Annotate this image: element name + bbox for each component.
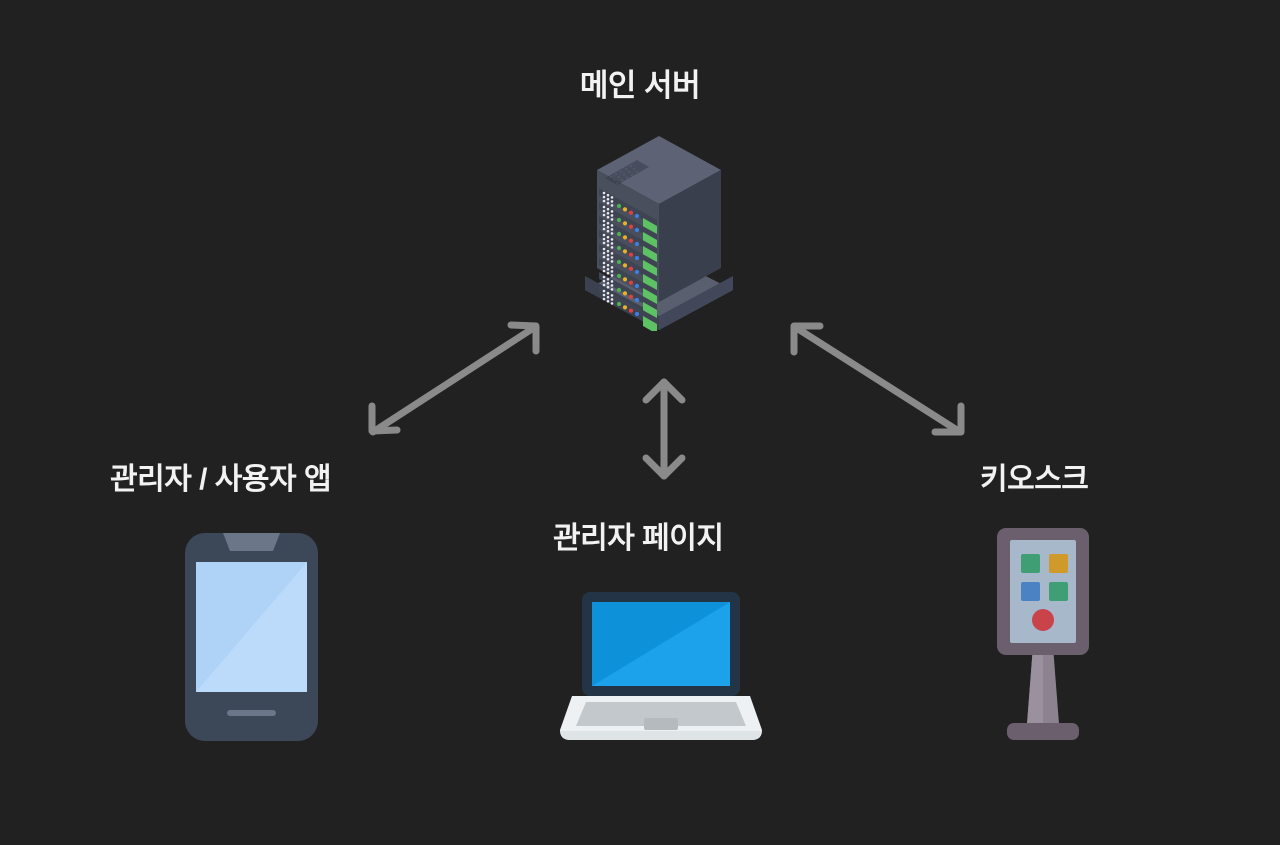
kiosk-button-green-2 — [1049, 582, 1068, 601]
rack-row — [599, 286, 657, 331]
rack-row — [599, 230, 657, 278]
laptop-base-front-edge — [561, 731, 761, 740]
rack-row — [599, 272, 657, 320]
kiosk-indicator-red — [1032, 609, 1054, 631]
kiosk-button-blue — [1021, 582, 1040, 601]
node-label-kiosk: 키오스크 — [980, 463, 1089, 496]
kiosk-stand-highlight — [1027, 646, 1043, 724]
rack-row — [599, 188, 657, 236]
phone-screen-highlight — [196, 562, 307, 692]
kiosk-base — [1007, 723, 1079, 740]
phone-home-bar — [227, 710, 276, 716]
server-body — [597, 136, 721, 302]
laptop-icon — [556, 590, 766, 742]
laptop-trackpad — [644, 718, 678, 730]
node-label-app: 관리자 / 사용자 앱 — [110, 463, 332, 496]
node-label-server: 메인 서버 — [579, 68, 701, 103]
kiosk-button-green-1 — [1021, 554, 1040, 573]
smartphone-icon — [185, 533, 318, 741]
phone-speaker-notch — [223, 533, 280, 551]
kiosk-icon — [993, 528, 1093, 744]
rack-row — [599, 202, 657, 250]
connector-server-admin — [642, 378, 686, 480]
rack-row — [599, 258, 657, 306]
kiosk-button-amber — [1049, 554, 1068, 573]
rack-row — [599, 244, 657, 292]
server-tower-icon — [583, 126, 735, 331]
rack-row — [599, 216, 657, 264]
server-vent — [605, 160, 649, 185]
connector-server-app — [368, 321, 540, 436]
laptop-keyboard-deck — [576, 702, 746, 726]
server-rack-rows — [599, 188, 657, 331]
laptop-screen-highlight — [592, 602, 730, 686]
connector-server-kiosk — [790, 322, 965, 436]
node-label-admin: 관리자 페이지 — [553, 522, 724, 555]
